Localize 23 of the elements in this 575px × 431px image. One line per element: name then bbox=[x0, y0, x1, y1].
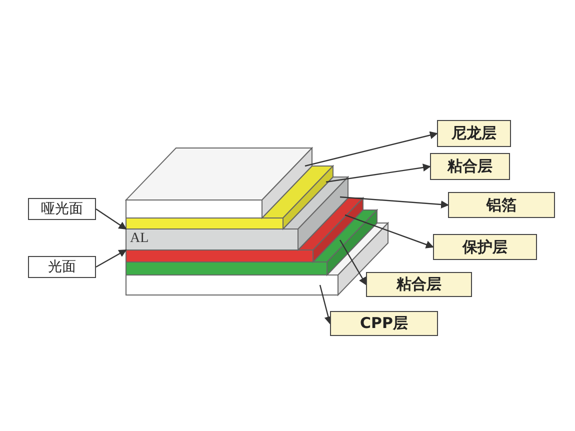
leader-arrow bbox=[319, 284, 332, 324]
layer-name-label: 尼龙层 bbox=[437, 120, 511, 147]
layer-name-label: 保护层 bbox=[433, 234, 537, 260]
nylon-layer bbox=[124, 146, 314, 220]
leader-arrow bbox=[96, 249, 127, 268]
leader-arrow bbox=[340, 196, 449, 208]
aluminum-foil-layer bbox=[126, 176, 350, 252]
layer-name-label: CPP层 bbox=[330, 311, 438, 336]
leader-arrow bbox=[344, 214, 434, 248]
leader-arrow bbox=[304, 131, 438, 167]
protective-layer bbox=[126, 196, 364, 264]
layer-label: AL bbox=[130, 231, 149, 247]
leader-arrow bbox=[96, 208, 127, 230]
layer-name-label: 光面 bbox=[28, 256, 96, 278]
leader-arrow bbox=[339, 240, 367, 286]
layer-name-label: 粘合层 bbox=[430, 153, 510, 180]
layer-name-label: 哑光面 bbox=[28, 198, 96, 220]
leader-arrow bbox=[326, 164, 431, 183]
layer-name-label: 铝箔 bbox=[448, 192, 555, 218]
adhesive-layer bbox=[126, 208, 378, 276]
adhesive-layer bbox=[126, 164, 334, 230]
layer-name-label: 粘合层 bbox=[366, 272, 472, 297]
cpp-layer bbox=[126, 222, 390, 296]
